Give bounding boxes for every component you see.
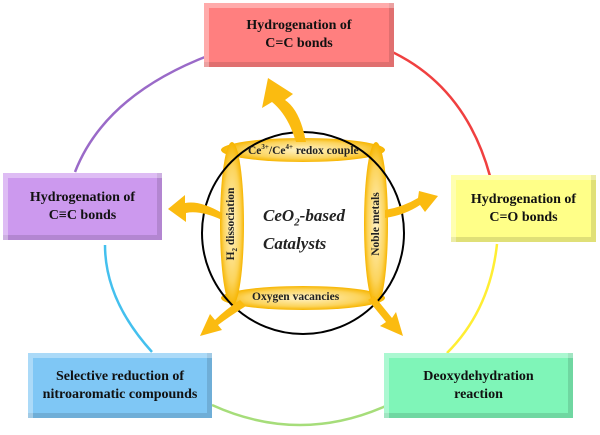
center-title: CeO2-based Catalysts: [263, 205, 345, 255]
ring-segment-blue: [103, 244, 153, 353]
arrow-to-nitroaromatic: [200, 300, 246, 336]
redox-sup-4: 4+: [285, 143, 294, 151]
box-line1: Hydrogenation of: [246, 18, 352, 33]
feature-bar-right: [364, 142, 388, 306]
box-line2: C=C bonds: [265, 36, 333, 51]
feature-h2-dissociation: H2 dissociation: [225, 188, 239, 261]
h2-sub-2: 2: [231, 247, 240, 252]
h2-text-suffix: dissociation: [224, 187, 237, 248]
ring-segment-red: [387, 48, 492, 177]
box-line1: Hydrogenation of: [29, 189, 136, 205]
center-title-line2: Catalysts: [263, 234, 327, 254]
feature-noble-metals: Noble metals: [370, 192, 382, 256]
arrow-to-cc-triple: [168, 195, 222, 222]
arrow-to-cc-double: [262, 78, 306, 142]
ring-segment-green: [211, 403, 389, 427]
box-line2: C=O bonds: [489, 209, 558, 225]
h2-text-h: H: [224, 251, 237, 261]
feature-bar-left: [220, 142, 244, 306]
box-hydrogenation-co-double: Hydrogenation of C=O bonds: [451, 175, 596, 242]
ring-segment-yellow: [446, 243, 499, 354]
arrow-to-deoxydehydration: [368, 296, 403, 336]
box-hydrogenation-cc-triple: Hydrogenation of C≡C bonds: [3, 173, 162, 240]
box-line1: Deoxydehydration: [423, 368, 534, 384]
redox-text-suffix: redox couple: [293, 144, 359, 157]
feature-oxygen-vacancies: Oxygen vacancies: [252, 291, 340, 303]
center-sub-2: 2: [294, 216, 300, 229]
box-line2: nitroaromatic compounds: [42, 386, 198, 402]
feature-bar-bottom: [221, 286, 385, 310]
box-line2: C≡C bonds: [48, 207, 117, 223]
box-selective-reduction-nitroaromatic: Selective reduction of nitroaromatic comp…: [28, 353, 212, 418]
redox-text-mid: /Ce: [268, 144, 286, 157]
center-based: -based: [299, 206, 345, 225]
feature-redox-couple: Ce3+/Ce4+ redox couple: [248, 143, 359, 157]
feature-bar-top: [221, 138, 385, 162]
box-line1: Selective reduction of: [55, 368, 185, 384]
box-line1: Hydrogenation of: [470, 191, 577, 207]
box-line2: reaction: [454, 386, 503, 402]
box-deoxydehydration: Deoxydehydration reaction: [384, 353, 573, 418]
ring-segment-purple: [73, 53, 211, 173]
arrow-to-co-double: [385, 191, 438, 218]
center-ceo: CeO: [263, 206, 295, 225]
box-hydrogenation-cc-double: Hydrogenation of C=C bonds: [204, 3, 394, 67]
center-panel: [244, 160, 364, 288]
center-title-line1: CeO2-based: [263, 205, 345, 233]
redox-text-ce: Ce: [248, 144, 262, 157]
redox-sup-3: 3+: [261, 143, 269, 151]
